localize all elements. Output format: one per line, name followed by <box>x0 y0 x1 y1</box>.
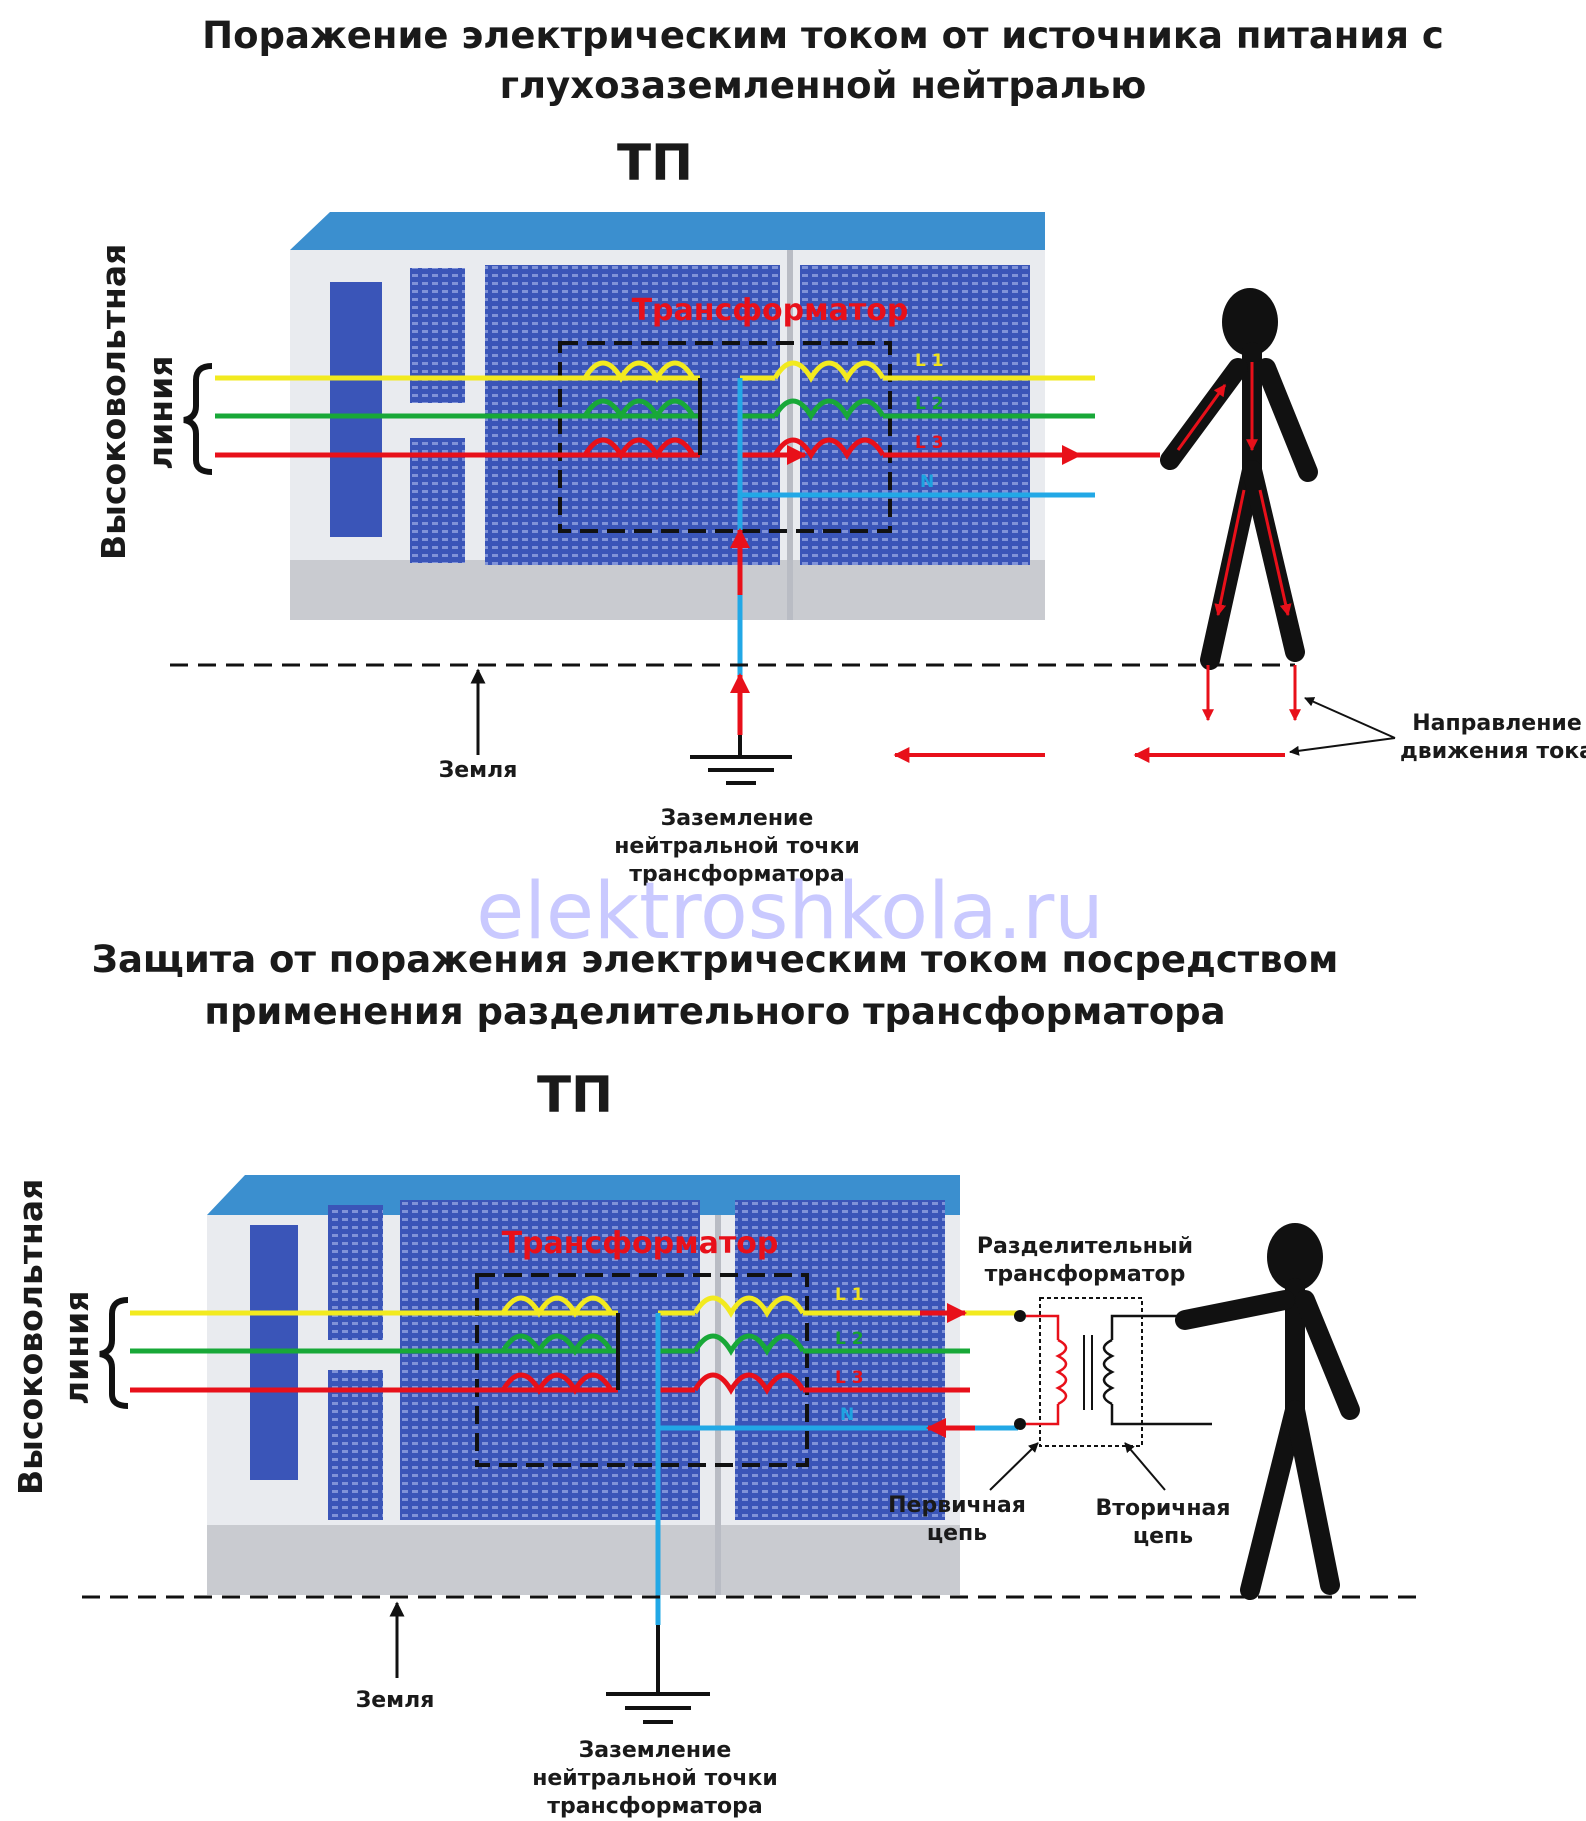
bottom-secondary-label-line2: цепь <box>1133 1524 1193 1549</box>
top-hv-label-line2: линия <box>141 356 180 470</box>
top-secondary-coil-l1 <box>772 360 886 383</box>
bottom-stick-figure-icon <box>1175 1223 1360 1600</box>
bottom-phase-label-n: N <box>840 1405 854 1425</box>
bottom-phase-label-l1: L 1 <box>835 1285 864 1305</box>
top-ground-label: Земля <box>439 758 518 783</box>
top-title-line1: Поражение электрическим током от источни… <box>202 14 1444 57</box>
bottom-brace-icon <box>99 1297 129 1409</box>
bottom-tp-label: ТП <box>537 1066 613 1124</box>
bottom-secondary-label-line1: Вторичная <box>1095 1496 1230 1521</box>
top-grounding-label-line3: трансформатора <box>629 862 845 887</box>
top-brace-icon <box>183 363 213 475</box>
bottom-title-line2: применения разделительного трансформатор… <box>204 990 1225 1033</box>
watermark: elektroshkola.ru <box>476 867 1103 957</box>
top-transformer-label: Трансформатор <box>632 293 909 328</box>
bottom-isolation-label-line2: трансформатор <box>985 1262 1186 1287</box>
bottom-title-line1: Защита от поражения электрическим током … <box>92 938 1339 981</box>
top-section: Поражение электрическим током от источни… <box>94 14 1586 887</box>
top-grounding-label-line2: нейтральной точки <box>614 834 860 859</box>
bottom-transformer-label: Трансформатор <box>502 1226 779 1261</box>
bottom-phase-label-l2: L 2 <box>835 1329 864 1349</box>
top-secondary-coil-l2 <box>772 398 886 421</box>
bottom-primary-label-line1: Первичная <box>888 1493 1026 1518</box>
bottom-primary-label-line2: цепь <box>927 1521 987 1546</box>
bottom-grounding-label-line3: трансформатора <box>547 1794 763 1819</box>
bottom-ground-symbol-icon <box>606 1692 710 1724</box>
top-title-line2: глухозаземленной нейтралью <box>500 64 1147 107</box>
top-phase-label-n: N <box>920 472 934 492</box>
top-grounding-label-line1: Заземление <box>661 806 814 831</box>
top-secondary-coil-l3 <box>772 437 886 460</box>
bottom-section: Защита от поражения электрическим током … <box>11 938 1420 1819</box>
top-primary-coil-l3 <box>582 437 696 460</box>
bottom-ground-label: Земля <box>356 1688 435 1713</box>
top-phase-label-l2: L 2 <box>915 394 944 414</box>
top-stick-figure-icon <box>1160 288 1318 670</box>
bottom-isolation-transformer-icon <box>1014 1297 1212 1447</box>
top-phase-label-l3: L 3 <box>915 433 944 453</box>
bottom-hv-label-line1: Высоковольтная <box>11 1179 50 1495</box>
top-phase-label-l1: L 1 <box>915 351 944 371</box>
bottom-isolation-label-line1: Разделительный <box>977 1234 1193 1259</box>
top-primary-coil-l1 <box>582 360 696 383</box>
bottom-transformer-box <box>475 1273 809 1467</box>
bottom-grounding-label-line1: Заземление <box>579 1738 732 1763</box>
top-current-direction-line2: движения тока <box>1400 739 1586 764</box>
top-tp-label: ТП <box>617 134 693 192</box>
top-primary-coil-l2 <box>582 398 696 421</box>
top-ground-symbol-icon <box>690 735 792 785</box>
top-transformer-box <box>558 341 892 533</box>
bottom-grounding-label-line2: нейтральной точки <box>532 1766 778 1791</box>
top-current-direction-line1: Направление <box>1412 711 1582 736</box>
top-hv-label-line1: Высоковольтная <box>94 244 133 560</box>
bottom-hv-label-line2: линия <box>57 1291 96 1405</box>
bottom-phase-label-l3: L 3 <box>835 1368 864 1388</box>
